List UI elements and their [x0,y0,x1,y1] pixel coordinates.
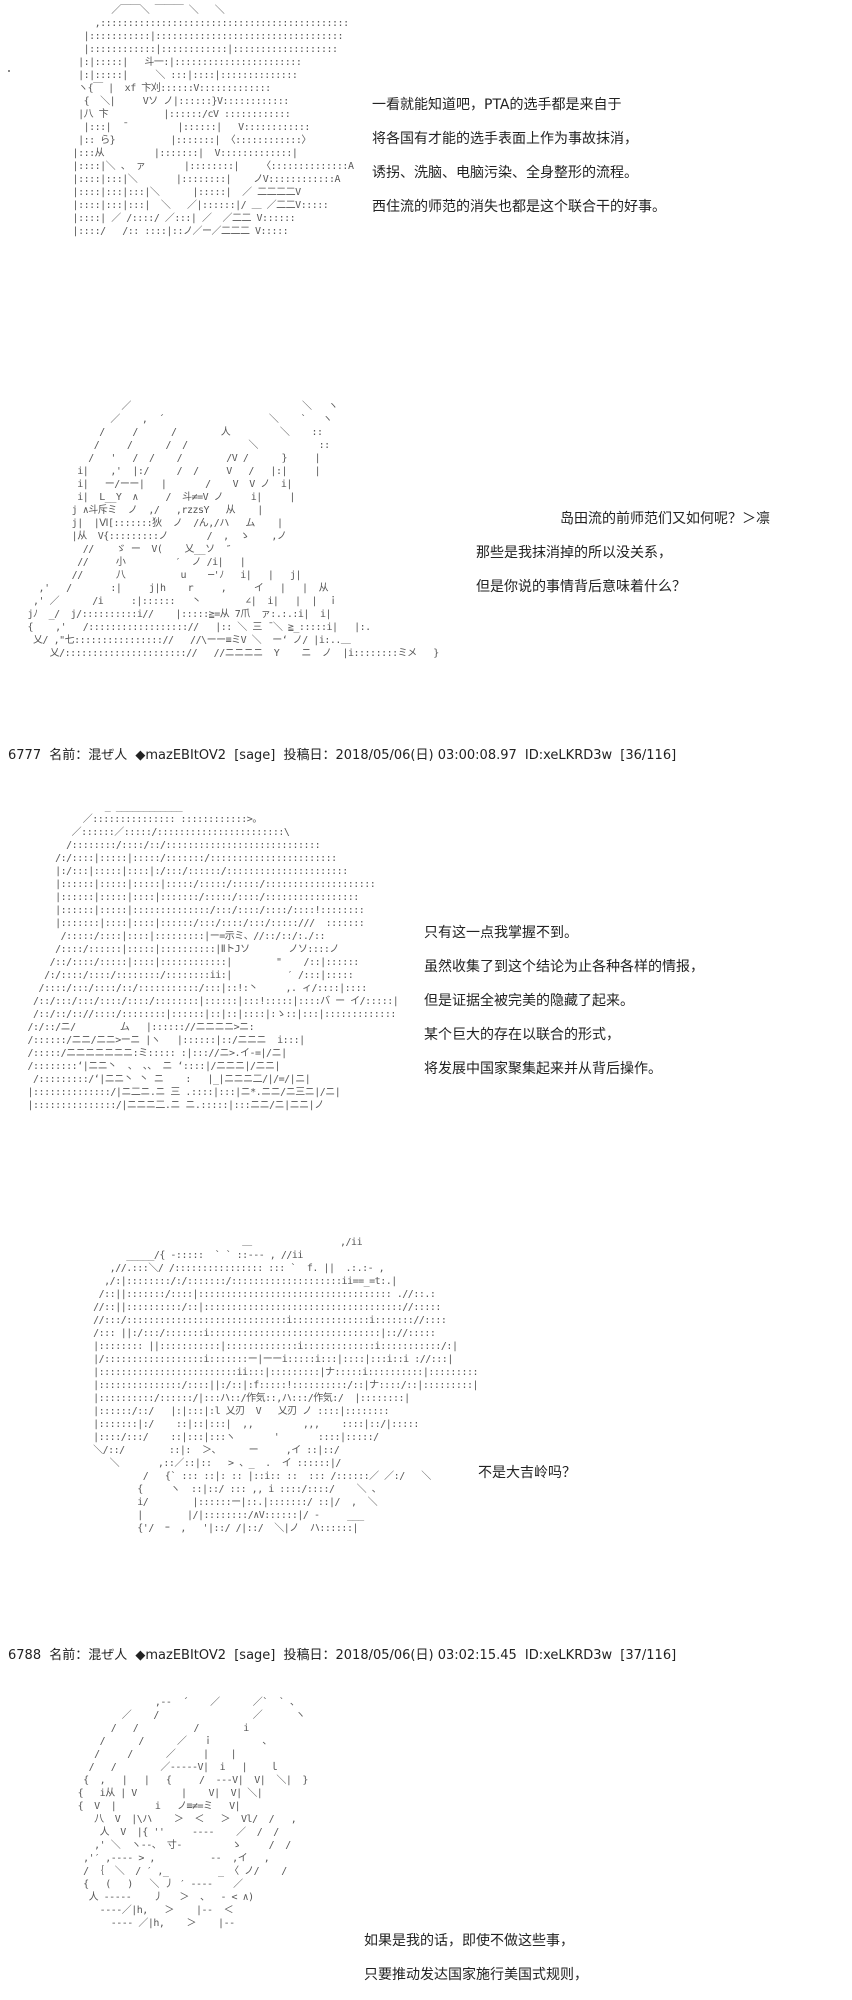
ascii-art-figure-2: ／ ＼ ヽ ／ , ´ ＼ ` ヽ / / / 人 ＼ :: / / / / ＼ [27,401,440,659]
dialog-line: 某个巨大的存在以联合的形式， [424,1027,620,1043]
post-date: 投稿日：2018/05/06(日) 03:00:08.97 [283,748,517,763]
post-number[interactable]: 6777 [8,748,42,763]
poster-trip: ◆mazEBItOV2 [135,748,227,763]
post-count: [36/116] [620,748,677,763]
dialog-box-3: 只有这一点我掌握不到。 虽然收集了到这个结论为止各种各样的情报， 但是证据全被完… [424,916,704,1086]
post-date: 投稿日：2018/05/06(日) 03:02:15.45 [283,1648,517,1663]
dialog-line: 那些是我抹消掉的所以没关系， [476,545,672,561]
poster-id[interactable]: ID:xeLKRD3w [524,748,613,763]
dialog-line: 但是证据全被完美的隐藏了起来。 [424,993,634,1009]
post-number[interactable]: 6788 [8,1648,42,1663]
dialog-line: 将各国有才能的选手表面上作为事故抹消， [372,131,638,147]
dialog-line: 只要推动发达国家施行美国式规则， [364,1967,588,1983]
ascii-art-figure-3: _ ____________ ／::::::::::::::: ::::::::… [27,801,399,1111]
dialog-line: 如果是我的话，即使不做这些事， [364,1933,574,1949]
dialog-line: 虽然收集了到这个结论为止各种各样的情报， [424,959,704,975]
dialog-box-2: 岛田流的前师范们又如何呢？＞凛 那些是我抹消掉的所以没关系， 但是你说的事情背后… [476,502,770,604]
dialog-box-5: 如果是我的话，即使不做这些事， 只要推动发达国家施行美国式规则， [364,1924,588,1992]
post-count: [37/116] [620,1648,677,1663]
dialog-box-1: 一看就能知道吧，PTA的选手都是来自于 将各国有才能的选手表面上作为事故抹消， … [372,88,666,224]
poster-id[interactable]: ID:xeLKRD3w [524,1648,613,1663]
poster-trip: ◆mazEBItOV2 [135,1648,227,1663]
ascii-art-figure-4: ＿ ,/ii _____/{ -::::: ` ` ::--- , //ii ,… [93,1237,480,1534]
dialog-line: 但是你说的事情背后意味着什么？ [476,579,686,595]
dialog-line: 诱拐、洗脑、电脑污染、全身整形的流程。 [372,165,638,181]
dialog-line: 只有这一点我掌握不到。 [424,925,578,941]
post-header: 6788 名前：混ぜ人 ◆mazEBItOV2 [sage] 投稿日：2018/… [8,1644,680,1663]
poster-name: 名前：混ぜ人 [49,1648,128,1663]
dialog-line: 岛田流的前师范们又如何呢？＞凛 [560,511,770,527]
dialog-line: 西住流的师范的消失也都是这个联合干的好事。 [372,199,666,215]
ascii-art-figure-5: ,‐- ´ ／ ／` ` 、 ／ / ／ ヽ / / / i / / ／ ｉ 、… [77,1697,309,1929]
dialog-line: 不是大吉岭吗？ [478,1465,576,1481]
ascii-art-figure-1: ／￣￣＼ ￣￣￣ ＼ ＼ ,::::::::::::::::::::::::::… [72,5,354,237]
dialog-line: 一看就能知道吧，PTA的选手都是来自于 [372,97,622,113]
dialog-box-4: 不是大吉岭吗？ [478,1456,576,1490]
sage-tag: [sage] [234,748,276,763]
margin-dot [8,70,10,72]
dialog-line: 将发展中国家聚集起来并从背后操作。 [424,1061,662,1077]
post-header: 6777 名前：混ぜ人 ◆mazEBItOV2 [sage] 投稿日：2018/… [8,744,680,763]
sage-tag: [sage] [234,1648,276,1663]
poster-name: 名前：混ぜ人 [49,748,128,763]
